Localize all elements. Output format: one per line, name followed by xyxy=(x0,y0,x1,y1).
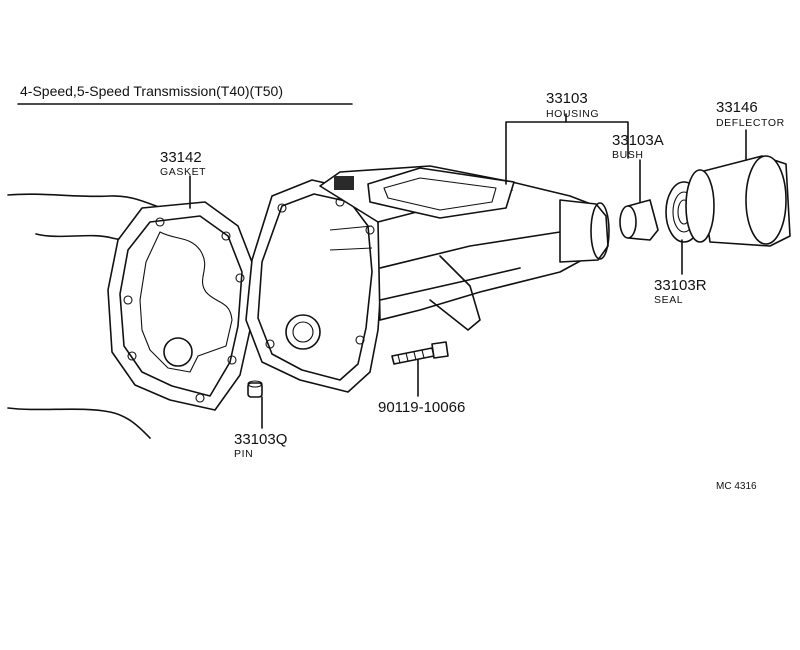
deflector-drawing xyxy=(685,155,791,247)
part-label-bush: 33103A BUSH xyxy=(612,132,664,161)
leader-lines xyxy=(189,113,747,429)
part-number: 33146 xyxy=(716,99,758,116)
part-name: BUSH xyxy=(612,149,644,161)
pin-drawing xyxy=(247,380,263,398)
housing-bracket xyxy=(505,121,629,185)
gasket-drawing xyxy=(107,201,256,411)
bolt-drawing xyxy=(391,341,449,365)
part-number: 90119-10066 xyxy=(378,399,465,416)
part-name: HOUSING xyxy=(546,108,599,120)
part-number: 33103 xyxy=(546,90,588,107)
part-label-housing: 33103 HOUSING xyxy=(546,90,599,120)
diagram-code: MC 4316 xyxy=(716,481,757,492)
part-name: SEAL xyxy=(654,294,683,306)
part-number: 33103A xyxy=(612,132,664,149)
part-label-pin: 33103Q PIN xyxy=(234,431,287,460)
diagram-title: 4-Speed,5-Speed Transmission(T40)(T50) xyxy=(20,83,283,99)
part-number: 33103Q xyxy=(234,431,287,448)
housing-drawing xyxy=(245,165,610,393)
part-label-gasket: 33142 GASKET xyxy=(160,149,206,178)
part-number: 33142 xyxy=(160,149,202,166)
bush-drawing xyxy=(619,199,659,241)
part-name: PIN xyxy=(234,448,253,460)
part-label-bolt: 90119-10066 xyxy=(378,399,465,416)
part-name: GASKET xyxy=(160,166,206,178)
part-label-seal: 33103R SEAL xyxy=(654,277,707,306)
part-name: DEFLECTOR xyxy=(716,117,785,129)
part-number: 33103R xyxy=(654,277,707,294)
part-label-deflector: 33146 DEFLECTOR xyxy=(716,99,785,129)
